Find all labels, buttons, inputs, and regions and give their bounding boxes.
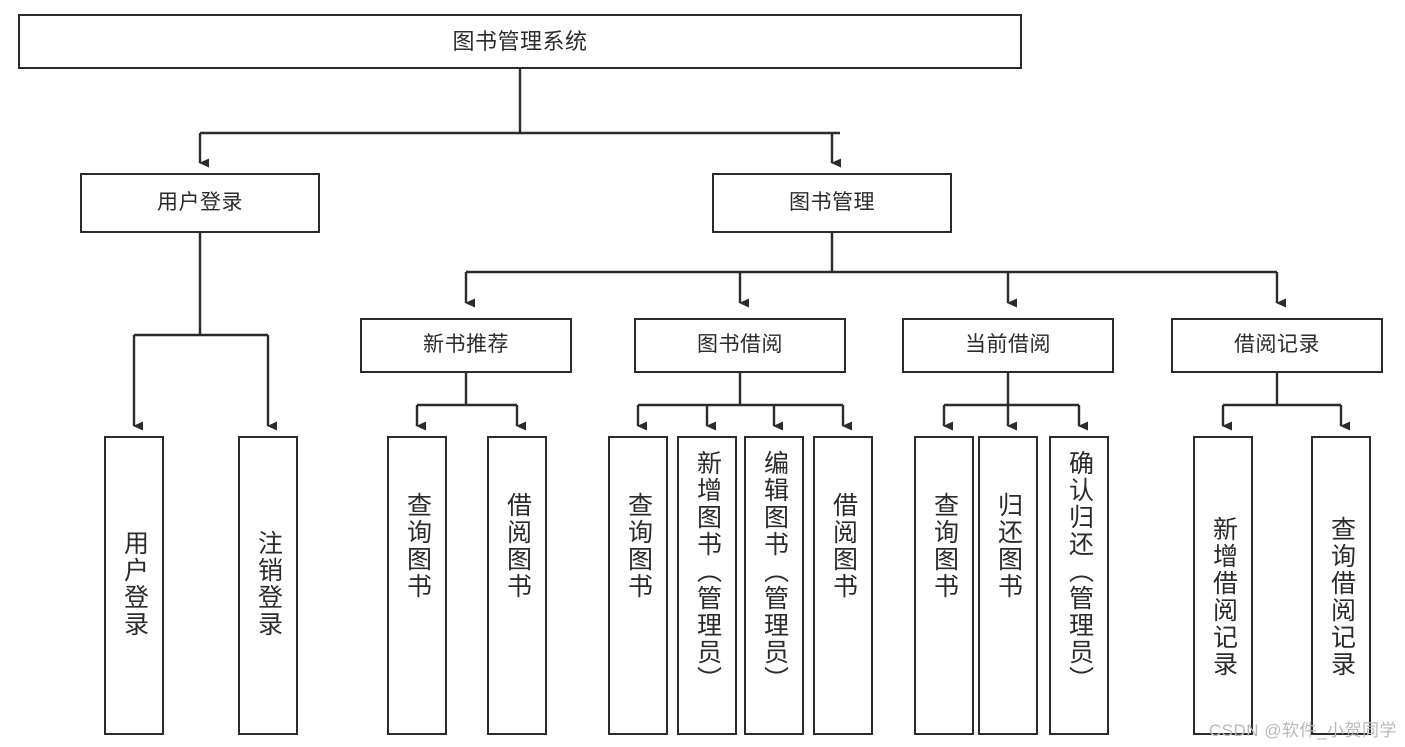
node-leaf-confirm-return-admin[interactable]: 确认归还（管理员） xyxy=(1049,436,1109,735)
node-book-borrow[interactable]: 图书借阅 xyxy=(634,318,846,373)
node-label: 确认归还（管理员） xyxy=(1065,450,1094,693)
node-label: 查询图书 xyxy=(930,492,959,600)
node-label: 用户登录 xyxy=(120,530,149,638)
node-label: 当前借阅 xyxy=(965,333,1051,357)
node-label: 注销登录 xyxy=(254,530,283,638)
node-leaf-add-book-admin[interactable]: 新增图书（管理员） xyxy=(677,436,737,735)
node-label: 用户登录 xyxy=(157,190,243,214)
node-label: 图书管理系统 xyxy=(452,28,588,54)
node-label: 借阅记录 xyxy=(1234,333,1320,357)
node-label: 查询图书 xyxy=(403,492,432,600)
node-label: 新增借阅记录 xyxy=(1209,516,1238,678)
node-leaf-logout[interactable]: 注销登录 xyxy=(238,436,298,735)
node-current-borrow[interactable]: 当前借阅 xyxy=(902,318,1114,373)
node-label: 图书管理 xyxy=(789,190,875,214)
node-label: 新增图书（管理员） xyxy=(693,450,722,693)
node-leaf-query-book-borrow[interactable]: 查询图书 xyxy=(608,436,668,735)
node-book-management[interactable]: 图书管理 xyxy=(712,173,952,233)
node-root-system[interactable]: 图书管理系统 xyxy=(18,14,1022,69)
node-label: 借阅图书 xyxy=(829,492,858,600)
node-label: 查询借阅记录 xyxy=(1327,516,1356,678)
node-label: 图书借阅 xyxy=(697,333,783,357)
node-leaf-edit-book-admin[interactable]: 编辑图书（管理员） xyxy=(744,436,804,735)
node-leaf-borrow-book[interactable]: 借阅图书 xyxy=(813,436,873,735)
watermark-text: CSDN @软件_小贺同学 xyxy=(1208,721,1397,740)
node-leaf-return-book[interactable]: 归还图书 xyxy=(978,436,1038,735)
node-leaf-query-book-recommend[interactable]: 查询图书 xyxy=(387,436,447,735)
node-label: 新书推荐 xyxy=(423,333,509,357)
node-leaf-query-book-current[interactable]: 查询图书 xyxy=(914,436,974,735)
node-label: 编辑图书（管理员） xyxy=(760,450,789,693)
node-leaf-user-login[interactable]: 用户登录 xyxy=(104,436,164,735)
node-label: 归还图书 xyxy=(994,492,1023,600)
node-leaf-add-borrow-record[interactable]: 新增借阅记录 xyxy=(1193,436,1253,735)
node-leaf-query-borrow-record[interactable]: 查询借阅记录 xyxy=(1311,436,1371,735)
node-user-login[interactable]: 用户登录 xyxy=(80,173,320,233)
node-leaf-borrow-book-recommend[interactable]: 借阅图书 xyxy=(487,436,547,735)
node-new-book-recommend[interactable]: 新书推荐 xyxy=(360,318,572,373)
node-borrow-record[interactable]: 借阅记录 xyxy=(1171,318,1383,373)
node-label: 借阅图书 xyxy=(503,492,532,600)
node-label: 查询图书 xyxy=(624,492,653,600)
